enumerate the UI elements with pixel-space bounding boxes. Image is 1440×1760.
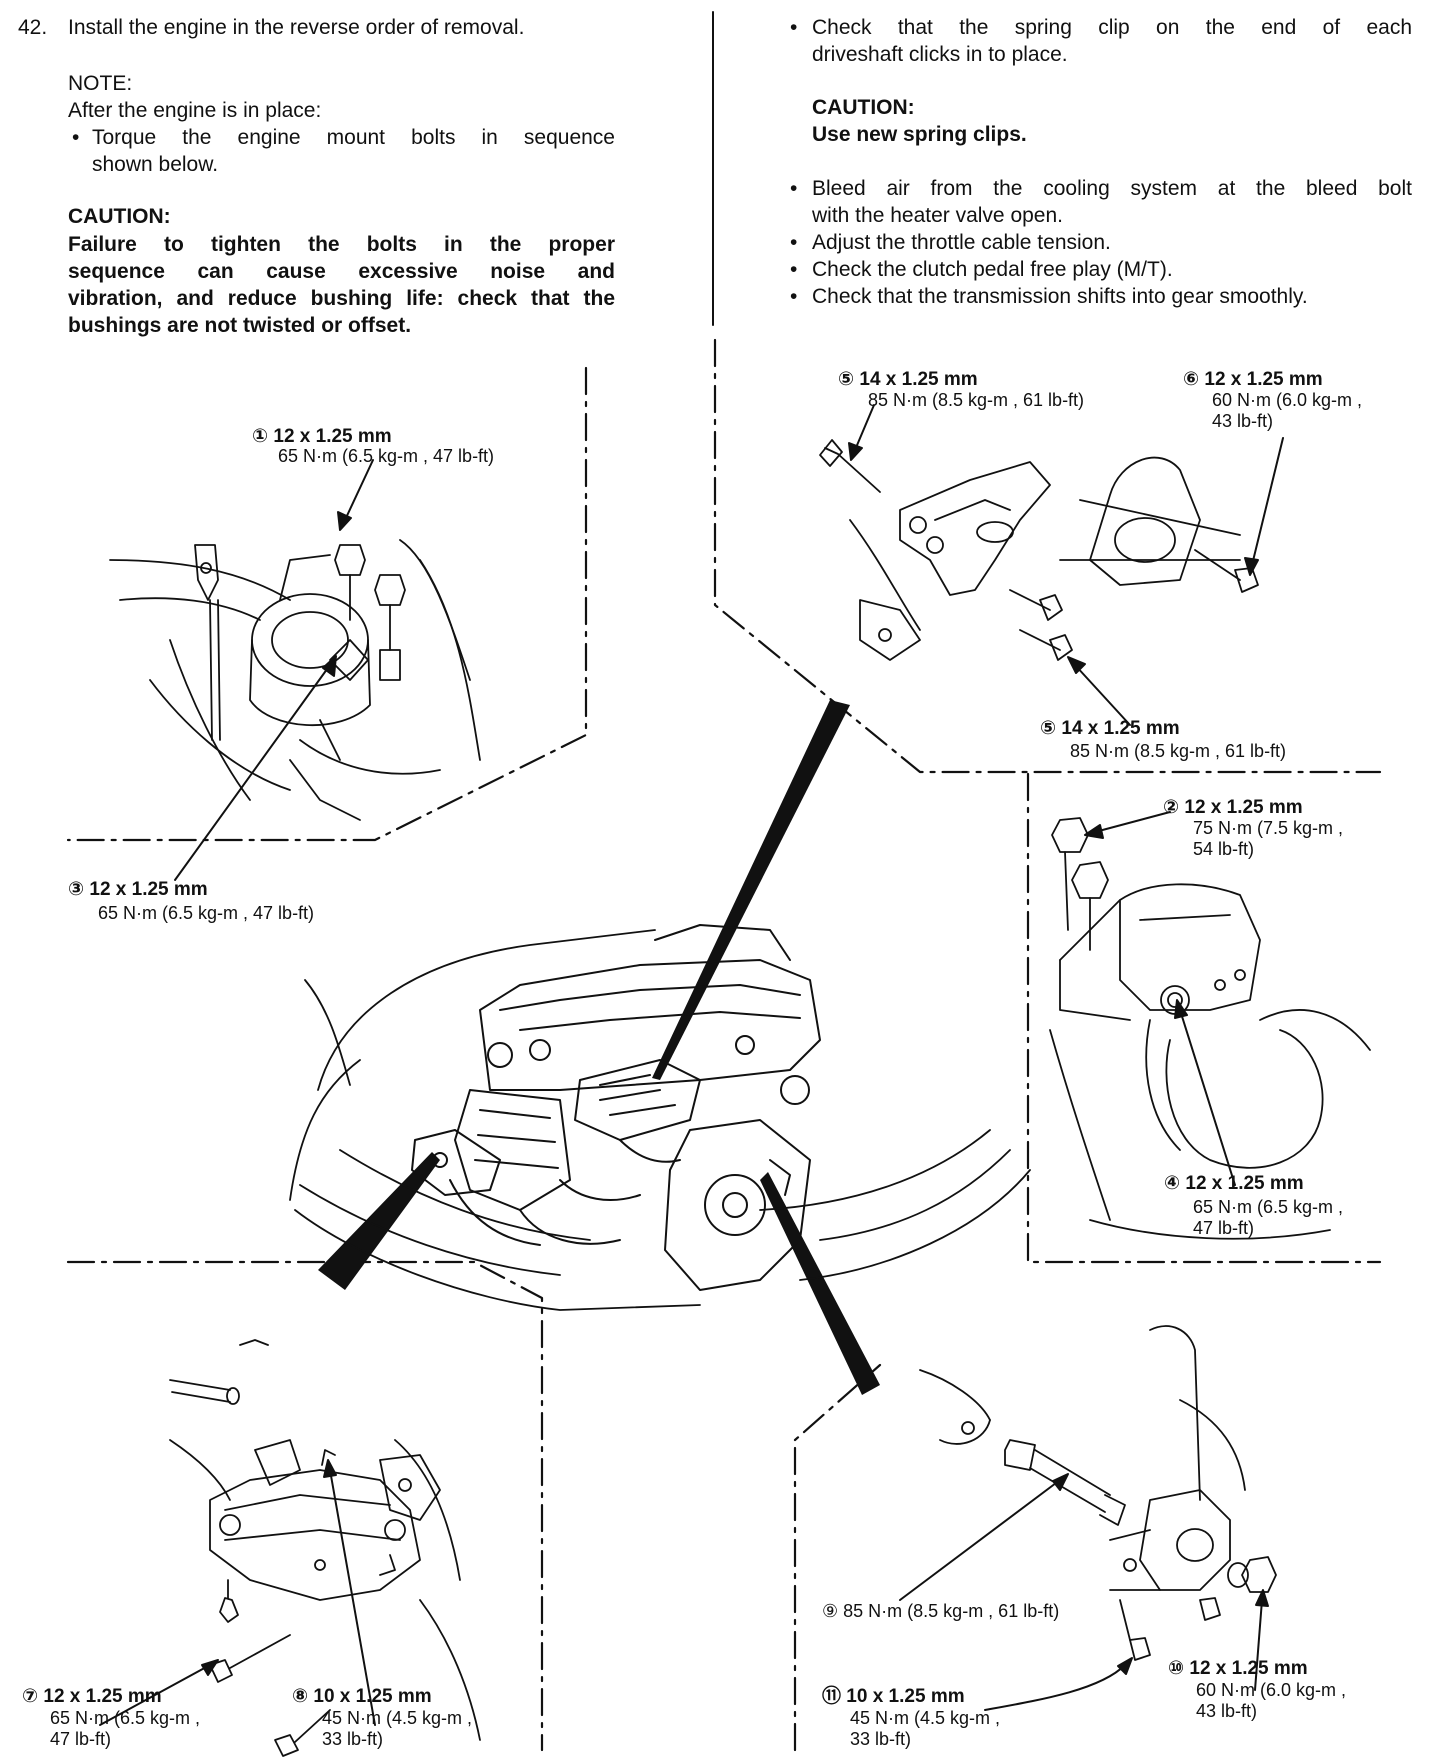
callout-9-torque-text: 85 N·m (8.5 kg-m , 61 lb-ft) — [843, 1601, 1060, 1621]
callout-7-torque-line2: 47 lb-ft) — [50, 1729, 112, 1749]
panel-borders — [66, 338, 1382, 1752]
callout-2-size: ② 12 x 1.25 mm — [1163, 797, 1303, 818]
bullet5-text: Check that the transmission shifts into … — [812, 285, 1308, 308]
callout-2-number: ② — [1163, 797, 1180, 818]
callout-8-torque-line2: 33 lb-ft) — [322, 1729, 384, 1749]
bullet4-text: Check the clutch pedal free play (M/T). — [812, 258, 1173, 281]
callout-6-torque-line1: 60 N·m (6.0 kg-m , — [1212, 390, 1363, 410]
callout-10-torque-line1: 60 N·m (6.0 kg-m , — [1196, 1680, 1347, 1700]
bullet3-dot: • — [790, 231, 798, 254]
caution-label: CAUTION: — [68, 205, 171, 228]
callout-1-number: ① — [252, 426, 269, 447]
step-number: 42. — [18, 16, 48, 39]
callout-2-torque-line2: 54 lb-ft) — [1193, 839, 1255, 859]
callout-5b-torque: 85 N·m (8.5 kg-m , 61 lb-ft) — [1070, 741, 1287, 761]
bullet1-line2: driveshaft clicks in to place. — [812, 43, 1068, 66]
callout-6-size: ⑥ 12 x 1.25 mm — [1183, 369, 1323, 390]
engine-assembly — [411, 924, 821, 1291]
callout-10-size-text: 12 x 1.25 mm — [1189, 1658, 1308, 1679]
caution2-label: CAUTION: — [812, 96, 915, 119]
callout-1-size: ① 12 x 1.25 mm — [252, 426, 392, 447]
caution-line1: Failure to tighten the bolts in the prop… — [68, 233, 615, 256]
callout-7-size-text: 12 x 1.25 mm — [43, 1686, 162, 1707]
bullet1-dot: • — [790, 16, 798, 39]
mount-2-4-drawing — [1049, 817, 1371, 1240]
callout-9-torque: ⑨ 85 N·m (8.5 kg-m , 61 lb-ft) — [822, 1601, 1059, 1622]
mount-9-10-11-drawing — [919, 1325, 1277, 1661]
leader-lines — [99, 404, 1284, 1726]
caution-line2: sequence can cause excessive noise and — [68, 260, 615, 283]
connector-wedges — [318, 700, 880, 1395]
callout-1-size-text: 12 x 1.25 mm — [273, 426, 392, 447]
callout-2-size-text: 12 x 1.25 mm — [1184, 797, 1303, 818]
callout-3-size: ③ 12 x 1.25 mm — [68, 879, 208, 900]
bullet1-line1: Check that the spring clip on the end of… — [812, 16, 1412, 39]
callout-4-torque-line1: 65 N·m (6.5 kg-m , — [1193, 1197, 1344, 1217]
callout-7-size: ⑦ 12 x 1.25 mm — [22, 1686, 162, 1707]
callout-5a-size-text: 14 x 1.25 mm — [859, 369, 978, 390]
mount-1-drawing — [109, 539, 481, 821]
callout-5a-size: ⑤ 14 x 1.25 mm — [838, 369, 978, 390]
callout-1-torque: 65 N·m (6.5 kg-m , 47 lb-ft) — [278, 446, 495, 466]
callout-11-size-text: 10 x 1.25 mm — [846, 1686, 965, 1707]
callout-6-torque-line2: 43 lb-ft) — [1212, 411, 1274, 431]
mount-7-8-drawing — [169, 1339, 481, 1757]
callout-8-torque-line1: 45 N·m (4.5 kg-m , — [322, 1708, 473, 1728]
caution-line3: vibration, and reduce bushing life: chec… — [68, 287, 615, 310]
car-front-outline — [289, 929, 1031, 1311]
callout-10-number: ⑩ — [1168, 1658, 1185, 1679]
note-bullet-dot: • — [72, 126, 80, 149]
callout-3-size-text: 12 x 1.25 mm — [89, 879, 208, 900]
bullet2-line1: Bleed air from the cooling system at the… — [812, 177, 1412, 200]
step-text: Install the engine in the reverse order … — [68, 16, 525, 39]
callout-3-torque: 65 N·m (6.5 kg-m , 47 lb-ft) — [98, 903, 315, 923]
bullet3-text: Adjust the throttle cable tension. — [812, 231, 1111, 254]
callout-11-torque-line1: 45 N·m (4.5 kg-m , — [850, 1708, 1001, 1728]
callout-2-torque-line1: 75 N·m (7.5 kg-m , — [1193, 818, 1344, 838]
caution-line4: bushings are not twisted or offset. — [68, 314, 412, 337]
caution2-text: Use new spring clips. — [812, 123, 1027, 146]
note-bullet-line2: shown below. — [92, 153, 219, 176]
bullet5-dot: • — [790, 285, 798, 308]
note-label: NOTE: — [68, 72, 133, 95]
callout-5b-size-text: 14 x 1.25 mm — [1061, 718, 1180, 739]
callout-11-torque-line2: 33 lb-ft) — [850, 1729, 912, 1749]
note-bullet-line1: Torque the engine mount bolts in sequenc… — [92, 126, 615, 149]
callout-7-number: ⑦ — [22, 1686, 39, 1707]
callout-3-number: ③ — [68, 879, 85, 900]
callout-4-torque-line2: 47 lb-ft) — [1193, 1218, 1255, 1238]
callout-4-size-text: 12 x 1.25 mm — [1185, 1173, 1304, 1194]
callout-5b-size: ⑤ 14 x 1.25 mm — [1040, 718, 1180, 739]
callout-11-number: ⑪ — [822, 1686, 842, 1707]
callout-10-torque-line2: 43 lb-ft) — [1196, 1701, 1258, 1721]
callout-5a-number: ⑤ — [838, 369, 855, 390]
callout-5b-number: ⑤ — [1040, 718, 1057, 739]
bullet4-dot: • — [790, 258, 798, 281]
callout-7-torque-line1: 65 N·m (6.5 kg-m , — [50, 1708, 201, 1728]
bullet2-line2: with the heater valve open. — [812, 204, 1063, 227]
callout-10-size: ⑩ 12 x 1.25 mm — [1168, 1658, 1308, 1679]
callout-8-size-text: 10 x 1.25 mm — [313, 1686, 432, 1707]
note-intro: After the engine is in place: — [68, 99, 322, 122]
callout-4-number: ④ — [1164, 1173, 1181, 1194]
callout-5a-torque: 85 N·m (8.5 kg-m , 61 lb-ft) — [868, 390, 1085, 410]
callout-11-size: ⑪ 10 x 1.25 mm — [822, 1686, 965, 1707]
bullet2-dot: • — [790, 177, 798, 200]
callout-4-size: ④ 12 x 1.25 mm — [1164, 1173, 1304, 1194]
callout-9-number: ⑨ — [822, 1601, 839, 1621]
callout-6-size-text: 12 x 1.25 mm — [1204, 369, 1323, 390]
callout-8-size: ⑧ 10 x 1.25 mm — [292, 1686, 432, 1707]
mount-5-6-drawing — [819, 439, 1259, 661]
callout-8-number: ⑧ — [292, 1686, 309, 1707]
callout-6-number: ⑥ — [1183, 369, 1200, 390]
